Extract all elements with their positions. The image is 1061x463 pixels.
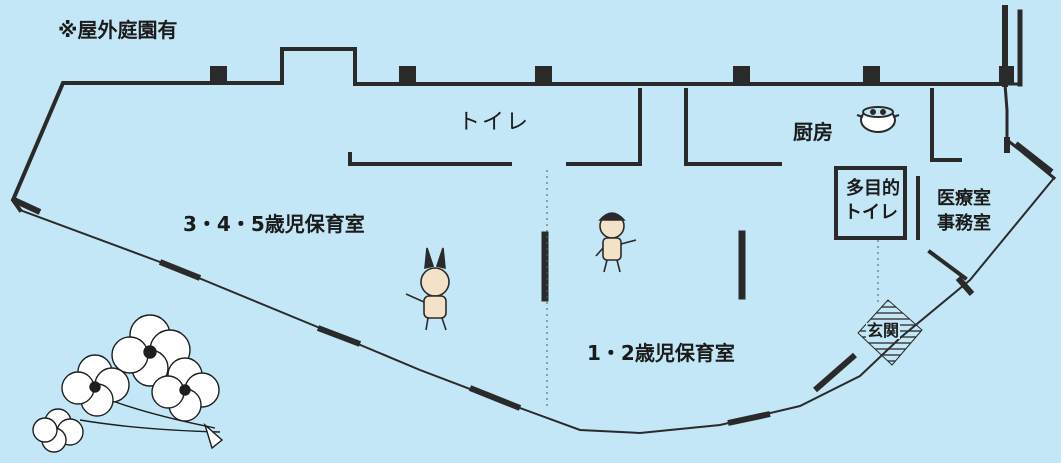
child-figure-icon	[595, 212, 637, 273]
rabbit-child-icon	[405, 247, 450, 331]
window-blocks	[210, 66, 1014, 83]
multipurpose-toilet-label-line2: トイレ	[844, 202, 898, 223]
room-345-label: 3・4・5歳児保育室	[183, 212, 365, 236]
cherry-blossom-icon	[32, 314, 224, 453]
entrance-label: 玄関	[866, 321, 901, 340]
multipurpose-toilet-label-line1: 多目的	[846, 178, 900, 199]
cooking-pot-icon	[856, 106, 900, 133]
outdoor-garden-note: ※屋外庭園有	[58, 18, 178, 42]
medical-room-label: 医療室	[937, 188, 991, 209]
interior-walls	[348, 88, 968, 302]
thick-wall-segments	[12, 197, 975, 426]
toilet-label: トイレ	[458, 110, 531, 135]
kitchen-label: 厨房	[793, 120, 833, 144]
room-12-label: 1・2歳児保育室	[587, 341, 735, 365]
office-label: 事務室	[937, 213, 991, 234]
dotted-partitions	[546, 170, 879, 410]
